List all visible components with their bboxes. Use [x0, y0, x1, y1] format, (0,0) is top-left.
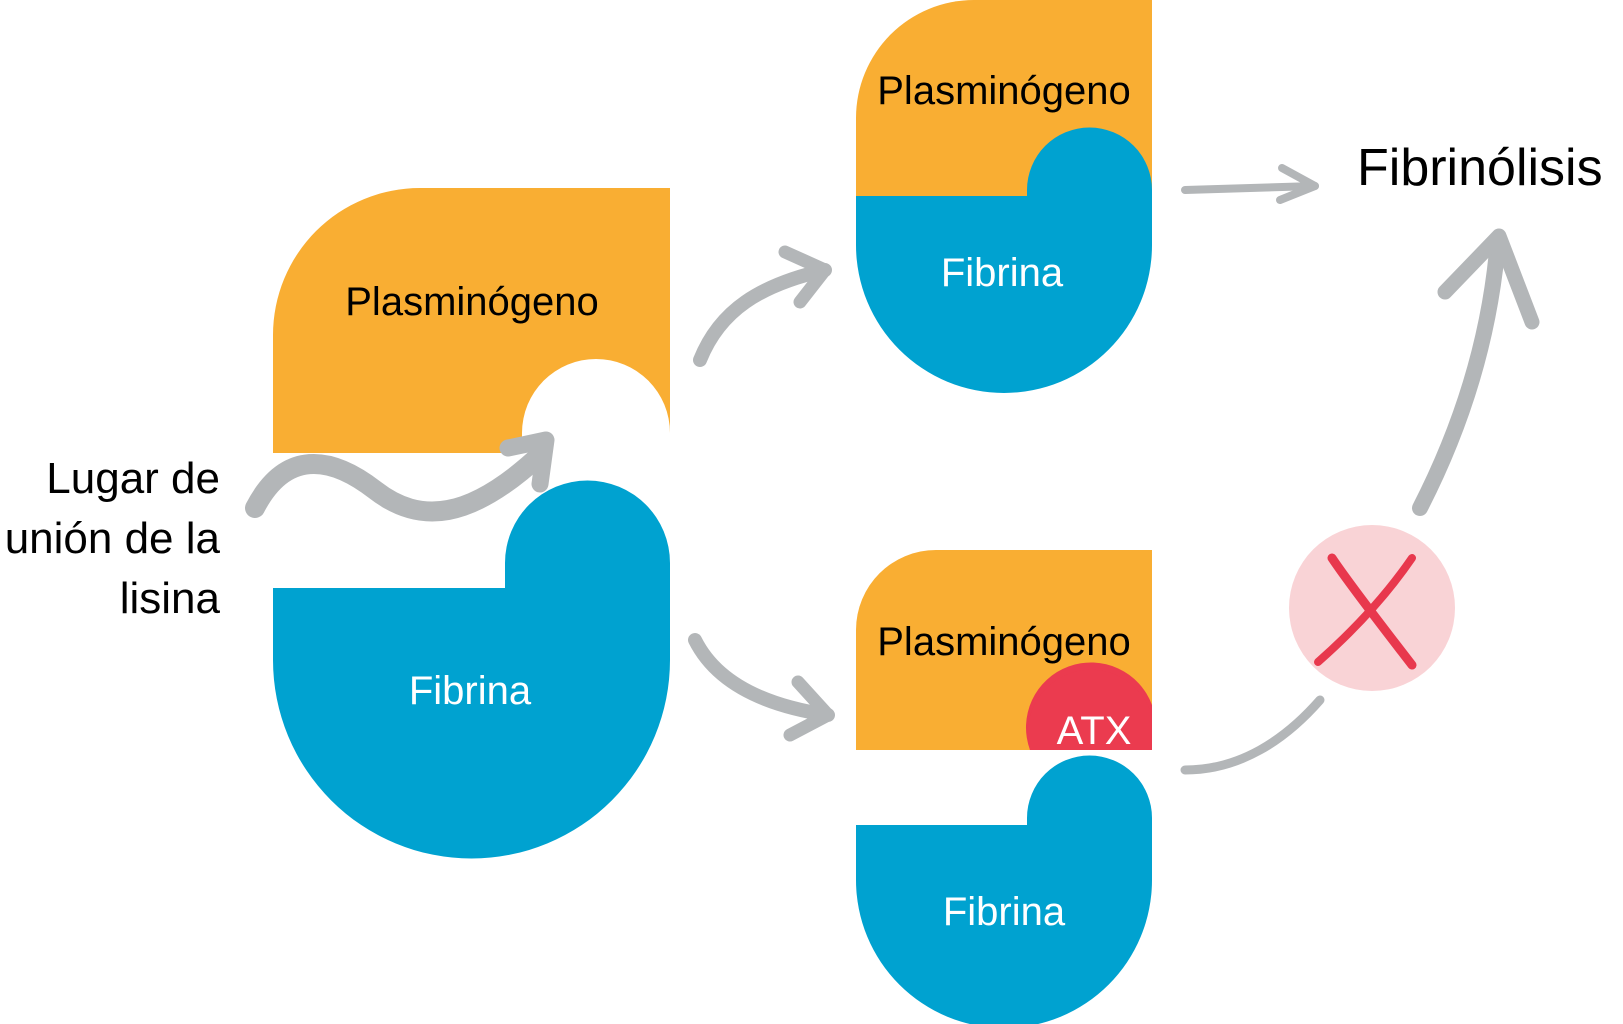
binding-site-arrowhead	[499, 431, 555, 493]
fibrin-label-left: Fibrina	[409, 669, 532, 713]
plasminogen-shape-left	[273, 188, 670, 453]
arrow-to-bound-complex-head	[778, 245, 832, 309]
annotation-line-2: unión de la	[5, 514, 221, 563]
arrow-to-inhibited-complex	[688, 633, 835, 722]
fibrin-shape-bottom	[856, 755, 1152, 1024]
arrow-to-fibrinolysis	[1181, 182, 1319, 194]
atx-shape-fill	[1027, 669, 1152, 750]
fibrin-shape-top	[856, 127, 1152, 394]
fibrin-label-bottom: Fibrina	[943, 890, 1066, 934]
arrow-up-to-fibrinolysis-head	[1437, 228, 1540, 330]
binding-site-wave-arrow	[245, 445, 550, 522]
arrow-to-inhibited-complex-head	[783, 675, 835, 742]
arrow-up-to-fibrinolysis	[1412, 232, 1506, 516]
x-mark-icon	[1314, 553, 1417, 670]
atx-label: ATX	[1057, 709, 1132, 753]
fibrin-shape-left	[273, 480, 670, 859]
arrow-blocked-path	[1180, 695, 1325, 775]
plasminogen-label-bottom: Plasminógeno	[877, 620, 1131, 664]
annotation-line-1: Lugar de	[46, 454, 220, 503]
plasminogen-label-top: Plasminógeno	[877, 69, 1131, 113]
arrow-to-bound-complex	[693, 263, 832, 367]
fibrinolysis-label: Fibrinólisis	[1357, 139, 1603, 197]
fibrin-label-top: Fibrina	[941, 251, 1064, 295]
annotation-line-3: lisina	[120, 574, 221, 623]
plasminogen-label-left: Plasminógeno	[345, 280, 599, 324]
arrow-to-fibrinolysis-head	[1276, 164, 1319, 204]
